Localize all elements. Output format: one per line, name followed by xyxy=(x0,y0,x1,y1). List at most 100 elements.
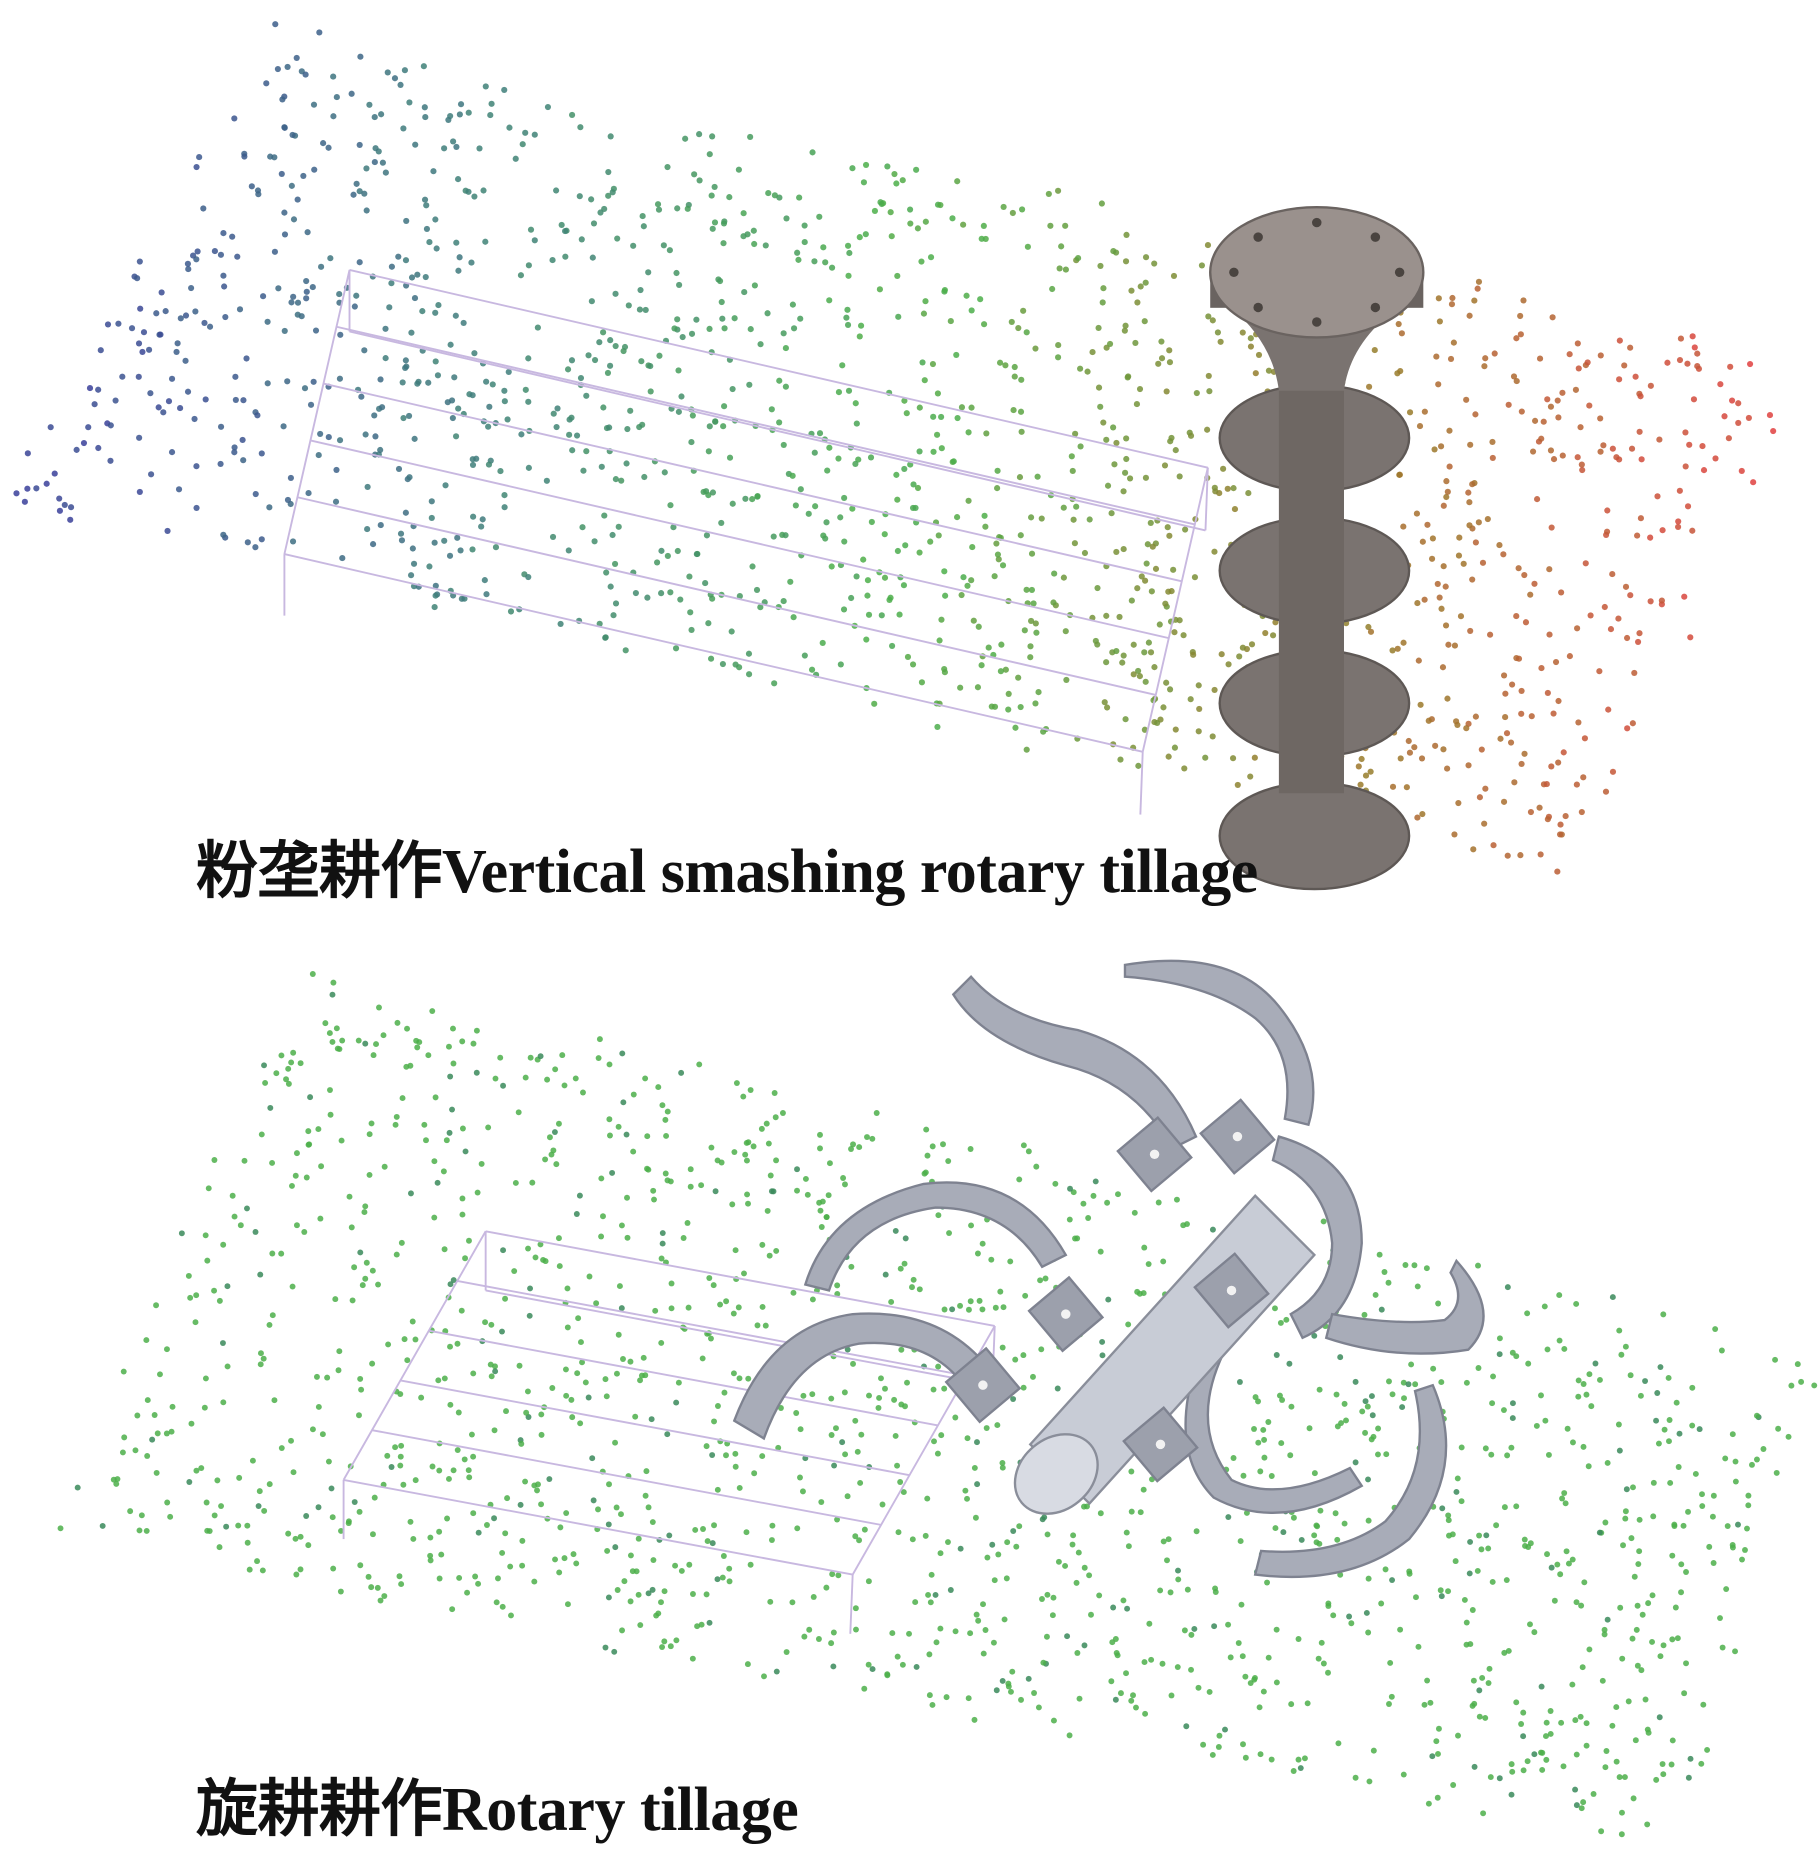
particle xyxy=(1698,1760,1705,1767)
particle xyxy=(398,1239,405,1246)
particle xyxy=(837,514,844,521)
particle xyxy=(815,1636,822,1642)
particle xyxy=(1003,1575,1010,1582)
particle xyxy=(290,216,298,223)
particle xyxy=(284,378,291,385)
particle xyxy=(770,533,777,540)
particle xyxy=(1508,1444,1515,1451)
particle xyxy=(640,1354,647,1361)
particle xyxy=(426,563,433,570)
particle xyxy=(1577,1713,1584,1720)
particle xyxy=(1463,396,1470,403)
particle xyxy=(1144,541,1151,548)
particle xyxy=(73,446,80,453)
particle xyxy=(577,124,584,131)
particle xyxy=(693,316,700,323)
particle xyxy=(819,1198,826,1205)
particle xyxy=(1111,461,1118,468)
particle xyxy=(363,1259,370,1266)
particle xyxy=(934,723,941,730)
particle xyxy=(965,1306,972,1313)
particle xyxy=(408,329,415,336)
particle xyxy=(1092,1178,1099,1185)
particle xyxy=(1141,1659,1148,1666)
particle xyxy=(1575,719,1582,726)
particle xyxy=(1531,417,1539,424)
particle xyxy=(768,406,775,413)
wireframe-edge xyxy=(428,1329,939,1427)
particle xyxy=(1500,798,1508,805)
particle xyxy=(369,1360,376,1367)
particle xyxy=(920,310,928,317)
particle xyxy=(1439,664,1447,671)
particle xyxy=(362,1275,369,1282)
particle xyxy=(1429,1753,1436,1760)
particle xyxy=(797,1474,803,1481)
particle xyxy=(1538,435,1545,442)
particle xyxy=(557,620,564,627)
particle xyxy=(240,457,247,464)
particle xyxy=(1421,596,1428,603)
particle xyxy=(1196,705,1203,713)
particle xyxy=(236,306,244,313)
particle xyxy=(574,1370,581,1377)
particle xyxy=(606,1481,612,1488)
particle xyxy=(544,103,552,111)
auger-shaft xyxy=(1278,319,1344,794)
particle xyxy=(995,556,1002,563)
particle xyxy=(1466,522,1473,529)
particle xyxy=(462,1148,469,1155)
particle xyxy=(411,435,418,442)
particle xyxy=(895,313,902,320)
particle xyxy=(720,1553,727,1559)
particle xyxy=(566,431,573,438)
particle xyxy=(1090,1192,1097,1199)
particle xyxy=(630,242,637,249)
particle xyxy=(645,1590,652,1597)
particle xyxy=(1113,1650,1120,1656)
particle xyxy=(1264,1579,1270,1586)
particle xyxy=(930,413,937,420)
particle xyxy=(553,423,560,431)
particle xyxy=(300,172,307,180)
particle xyxy=(441,1246,448,1253)
particle xyxy=(1673,1399,1680,1406)
particle xyxy=(619,1627,626,1634)
particle xyxy=(1166,347,1173,354)
particle xyxy=(483,378,490,385)
particle xyxy=(1631,669,1638,677)
particle xyxy=(278,1052,285,1059)
particle xyxy=(1550,710,1557,717)
particle xyxy=(406,474,413,481)
particle xyxy=(281,231,289,238)
particle xyxy=(532,1254,539,1261)
particle xyxy=(629,1568,636,1575)
particle xyxy=(460,319,467,327)
particle xyxy=(1456,534,1463,541)
particle xyxy=(217,423,225,430)
particle xyxy=(450,1467,457,1474)
particle xyxy=(1616,376,1623,383)
particle xyxy=(1068,453,1075,460)
particle xyxy=(471,350,478,357)
particle xyxy=(1678,1589,1685,1596)
particle xyxy=(1554,1561,1561,1568)
particle xyxy=(188,284,195,292)
particle xyxy=(780,330,787,337)
particle xyxy=(863,636,870,643)
particle xyxy=(702,579,709,587)
particle xyxy=(371,158,378,166)
particle xyxy=(1113,439,1120,446)
particle xyxy=(1132,339,1139,347)
particle xyxy=(1280,1529,1287,1536)
tiller-blade xyxy=(1271,1135,1363,1340)
particle xyxy=(645,269,652,276)
particle xyxy=(642,306,649,314)
particle xyxy=(358,393,365,400)
particle xyxy=(1348,1620,1355,1627)
particle xyxy=(1476,794,1483,801)
particle xyxy=(457,101,465,108)
particle xyxy=(667,502,674,509)
particle xyxy=(864,592,871,599)
particle xyxy=(168,449,176,456)
